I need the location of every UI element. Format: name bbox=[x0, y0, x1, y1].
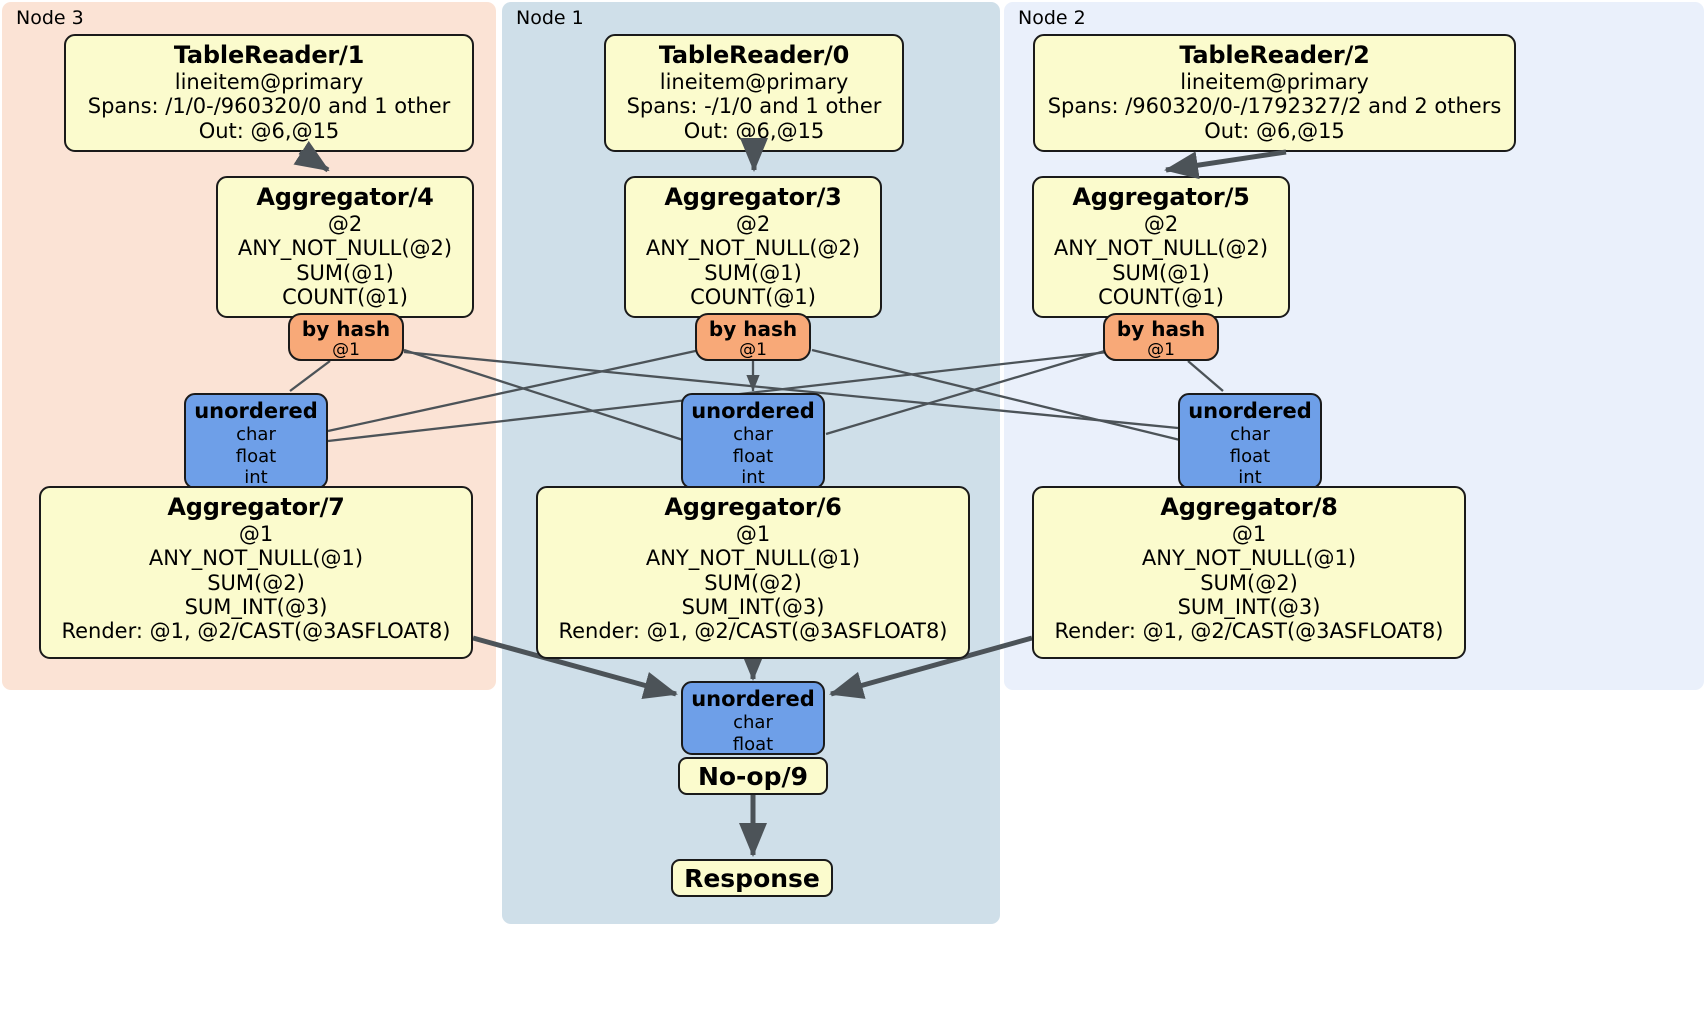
processor-detail-out: Out: @6,@15 bbox=[1204, 118, 1345, 143]
processor-detail-agg3: COUNT(@1) bbox=[690, 284, 816, 309]
node-panel-label-node2: Node 2 bbox=[1018, 7, 1086, 29]
processor-tablereader-2[interactable]: TableReader/2 lineitem@primary Spans: /9… bbox=[1033, 34, 1516, 152]
processor-detail-agg3: SUM_INT(@3) bbox=[184, 594, 328, 619]
processor-detail-agg3: SUM_INT(@3) bbox=[681, 594, 825, 619]
node-panel-label-node3: Node 3 bbox=[16, 7, 84, 29]
processor-detail-agg2: SUM(@1) bbox=[296, 260, 394, 285]
processor-detail-spans: Spans: -/1/0 and 1 other bbox=[626, 94, 882, 119]
processor-detail-table: lineitem@primary bbox=[1180, 69, 1369, 94]
processor-title: TableReader/1 bbox=[173, 41, 365, 69]
router-detail-col: @1 bbox=[739, 340, 767, 361]
processor-detail-agg3: COUNT(@1) bbox=[1098, 284, 1224, 309]
processor-detail-groupcols: @1 bbox=[1231, 521, 1267, 546]
synchronizer-title: unordered bbox=[194, 399, 318, 423]
processor-aggregator-6[interactable]: Aggregator/6 @1 ANY_NOT_NULL(@1) SUM(@2)… bbox=[536, 486, 970, 659]
processor-detail-agg1: ANY_NOT_NULL(@1) bbox=[645, 546, 861, 571]
processor-aggregator-3[interactable]: Aggregator/3 @2 ANY_NOT_NULL(@2) SUM(@1)… bbox=[624, 176, 882, 318]
processor-title: Aggregator/4 bbox=[256, 183, 434, 211]
processor-detail-agg2: SUM(@2) bbox=[704, 570, 802, 595]
processor-detail-render: Render: @1, @2/CAST(@3ASFLOAT8) bbox=[558, 619, 948, 644]
router-by-hash-right[interactable]: by hash @1 bbox=[1103, 313, 1219, 361]
processor-title: Aggregator/3 bbox=[664, 183, 842, 211]
processor-detail-agg3: SUM_INT(@3) bbox=[1177, 594, 1321, 619]
processor-detail-agg2: SUM(@1) bbox=[1112, 260, 1210, 285]
processor-detail-groupcols: @1 bbox=[238, 521, 274, 546]
synchronizer-type-char: char bbox=[1230, 424, 1270, 446]
synchronizer-type-float: float bbox=[235, 445, 277, 467]
synchronizer-title: unordered bbox=[1188, 399, 1312, 423]
processor-detail-table: lineitem@primary bbox=[174, 69, 364, 94]
processor-detail-agg2: SUM(@2) bbox=[1200, 570, 1298, 595]
synchronizer-title: unordered bbox=[691, 399, 815, 423]
processor-aggregator-8[interactable]: Aggregator/8 @1 ANY_NOT_NULL(@1) SUM(@2)… bbox=[1032, 486, 1466, 659]
node-panel-label-node1: Node 1 bbox=[516, 7, 584, 29]
router-title: by hash bbox=[1116, 317, 1206, 341]
processor-detail-agg3: COUNT(@1) bbox=[282, 284, 408, 309]
router-title: by hash bbox=[301, 317, 391, 341]
processor-detail-agg1: ANY_NOT_NULL(@1) bbox=[148, 546, 364, 571]
processor-title: TableReader/0 bbox=[658, 41, 850, 69]
processor-detail-agg1: ANY_NOT_NULL(@2) bbox=[237, 236, 453, 261]
processor-title: Response bbox=[684, 863, 820, 893]
processor-detail-agg2: SUM(@2) bbox=[207, 570, 305, 595]
processor-title: TableReader/2 bbox=[1179, 41, 1370, 69]
processor-detail-spans: Spans: /1/0-/960320/0 and 1 other bbox=[87, 94, 451, 119]
processor-aggregator-4[interactable]: Aggregator/4 @2 ANY_NOT_NULL(@2) SUM(@1)… bbox=[216, 176, 474, 318]
processor-noop-9[interactable]: No-op/9 bbox=[678, 757, 828, 795]
synchronizer-type-int: int bbox=[244, 467, 268, 489]
synchronizer-type-float: float bbox=[1229, 445, 1271, 467]
processor-title: Aggregator/7 bbox=[167, 493, 345, 521]
router-detail-col: @1 bbox=[332, 340, 360, 361]
processor-detail-out: Out: @6,@15 bbox=[198, 118, 340, 143]
synchronizer-type-char: char bbox=[236, 424, 276, 446]
processor-detail-groupcols: @2 bbox=[327, 211, 363, 236]
processor-detail-render: Render: @1, @2/CAST(@3ASFLOAT8) bbox=[1054, 619, 1444, 644]
processor-title: Aggregator/8 bbox=[1160, 493, 1338, 521]
processor-tablereader-0[interactable]: TableReader/0 lineitem@primary Spans: -/… bbox=[604, 34, 904, 152]
synchronizer-type-char: char bbox=[733, 712, 773, 734]
synchronizer-unordered-left[interactable]: unordered char float int bbox=[184, 393, 328, 489]
router-by-hash-left[interactable]: by hash @1 bbox=[288, 313, 404, 361]
processor-detail-out: Out: @6,@15 bbox=[683, 118, 825, 143]
synchronizer-type-char: char bbox=[733, 424, 773, 446]
router-title: by hash bbox=[708, 317, 798, 341]
synchronizer-unordered-final[interactable]: unordered char float bbox=[681, 681, 825, 755]
router-detail-col: @1 bbox=[1147, 340, 1175, 361]
processor-detail-groupcols: @2 bbox=[1143, 211, 1179, 236]
processor-title: Aggregator/6 bbox=[664, 493, 842, 521]
processor-detail-agg2: SUM(@1) bbox=[704, 260, 802, 285]
synchronizer-unordered-middle[interactable]: unordered char float int bbox=[681, 393, 825, 489]
synchronizer-type-float: float bbox=[732, 733, 774, 755]
processor-aggregator-7[interactable]: Aggregator/7 @1 ANY_NOT_NULL(@1) SUM(@2)… bbox=[39, 486, 473, 659]
synchronizer-type-int: int bbox=[1238, 467, 1262, 489]
processor-detail-groupcols: @2 bbox=[735, 211, 771, 236]
processor-title: Aggregator/5 bbox=[1072, 183, 1250, 211]
router-by-hash-middle[interactable]: by hash @1 bbox=[695, 313, 811, 361]
synchronizer-title: unordered bbox=[691, 687, 815, 711]
processor-aggregator-5[interactable]: Aggregator/5 @2 ANY_NOT_NULL(@2) SUM(@1)… bbox=[1032, 176, 1290, 318]
processor-detail-agg1: ANY_NOT_NULL(@1) bbox=[1141, 546, 1357, 571]
processor-title: No-op/9 bbox=[697, 761, 809, 791]
processor-response[interactable]: Response bbox=[671, 859, 833, 897]
synchronizer-type-float: float bbox=[732, 445, 774, 467]
synchronizer-unordered-right[interactable]: unordered char float int bbox=[1178, 393, 1322, 489]
processor-detail-table: lineitem@primary bbox=[659, 69, 849, 94]
synchronizer-type-int: int bbox=[741, 467, 765, 489]
processor-detail-spans: Spans: /960320/0-/1792327/2 and 2 others bbox=[1047, 94, 1502, 119]
processor-detail-render: Render: @1, @2/CAST(@3ASFLOAT8) bbox=[61, 619, 451, 644]
processor-tablereader-1[interactable]: TableReader/1 lineitem@primary Spans: /1… bbox=[64, 34, 474, 152]
processor-detail-agg1: ANY_NOT_NULL(@2) bbox=[1053, 236, 1269, 261]
processor-detail-agg1: ANY_NOT_NULL(@2) bbox=[645, 236, 861, 261]
processor-detail-groupcols: @1 bbox=[735, 521, 771, 546]
